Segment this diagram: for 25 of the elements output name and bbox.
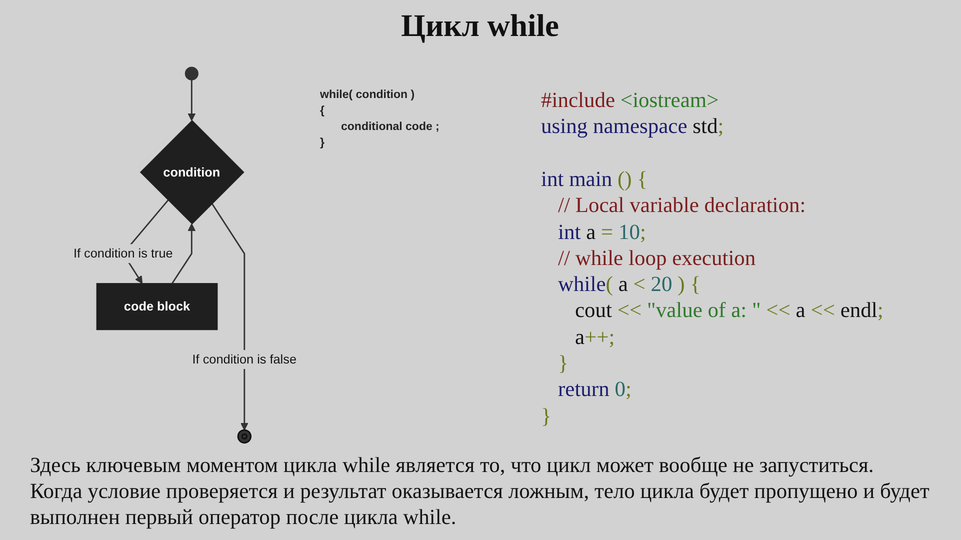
code-line: // while loop execution [558, 246, 756, 271]
code-line: while( a < 20 ) { [558, 272, 701, 298]
node-box [96, 283, 218, 330]
code-line: a++; [575, 324, 615, 350]
code-line: return 0; [558, 377, 632, 402]
code-line: using namespace std; [541, 114, 724, 140]
code-note: while( condition ) [320, 88, 415, 102]
code-line: cout << "value of a: " << a << endl; [575, 298, 884, 324]
arrow [188, 80, 196, 121]
node-circle [184, 66, 198, 80]
arrow [211, 203, 248, 430]
caption-paragraph: Здесь ключевым моментом цикла while является то, что цикл может вообще не запуститься. Когда условие проверяется и результат оказывается ложным, тело цикла будет пропущено и будет выполнен первый оператор после цикла while. [30, 452, 930, 530]
slide-title: Цикл while [400, 8, 560, 44]
code-note: } [320, 136, 324, 150]
code-line: int a = 10; [558, 220, 646, 244]
arrow [172, 223, 196, 284]
code-line: #include <iostream> [541, 88, 719, 113]
code-line: } [558, 351, 568, 376]
node-diamond [140, 120, 244, 224]
code-line: } [541, 404, 552, 429]
code-line: int main () { [541, 166, 648, 192]
code-line: // Local variable declaration: [558, 193, 806, 218]
code-note: conditional code ; [341, 120, 440, 134]
code-note: { [320, 104, 324, 118]
edge-label: If condition is true [73, 246, 173, 260]
